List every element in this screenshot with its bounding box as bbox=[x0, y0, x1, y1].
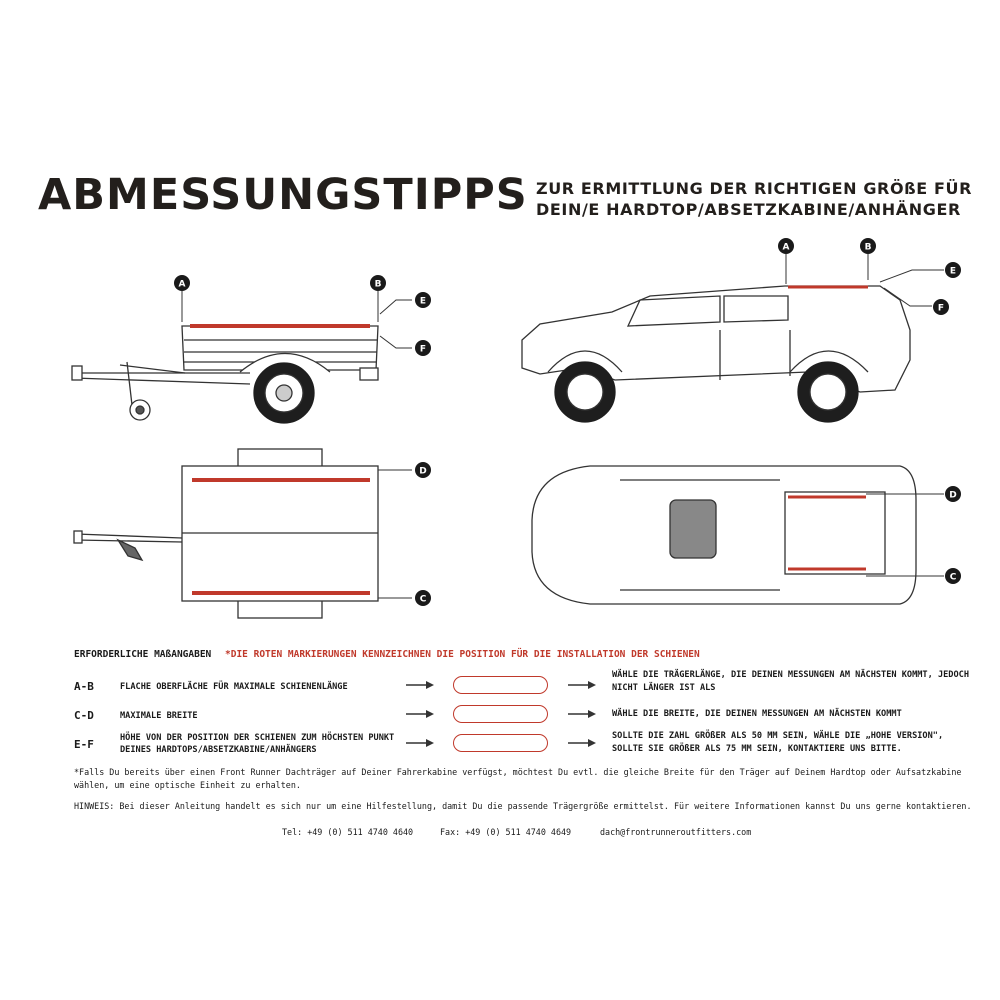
svg-text:D: D bbox=[949, 491, 956, 501]
marker-d-icon: D bbox=[415, 462, 431, 478]
trailer-top-leaders bbox=[378, 469, 412, 599]
svg-text:B: B bbox=[375, 280, 382, 290]
svg-text:E: E bbox=[950, 267, 956, 277]
svg-text:C: C bbox=[950, 573, 957, 583]
arrow-right-icon bbox=[568, 739, 596, 747]
svg-text:A: A bbox=[179, 280, 186, 290]
truck-side-view bbox=[521, 285, 911, 423]
marker-f-icon: F bbox=[415, 340, 431, 356]
hint: HINWEIS: Bei dieser Anleitung handelt es… bbox=[74, 801, 972, 811]
measurement-input-cd[interactable] bbox=[453, 705, 548, 723]
arrow-right-icon bbox=[406, 710, 434, 718]
trailer-side-view bbox=[71, 325, 379, 424]
requirements-header: ERFORDERLICHE MAßANGABEN *DIE ROTEN MARK… bbox=[74, 649, 700, 660]
row-result: SOLLTE DIE ZAHL GRÖßER ALS 50 MM SEIN, W… bbox=[612, 731, 944, 754]
illustrations: A B E F D C A B E F D C bbox=[71, 238, 961, 619]
subtitle-line-1: ZUR ERMITTLUNG DER RICHTIGEN GRÖßE FÜR bbox=[536, 179, 973, 198]
arrow-right-icon bbox=[406, 681, 434, 689]
truck-marker-d-icon: D bbox=[945, 486, 961, 502]
trailer-side-leaders bbox=[181, 290, 412, 349]
row-code: A-B bbox=[74, 680, 94, 693]
measurement-input-ef[interactable] bbox=[453, 734, 548, 752]
marker-e-icon: E bbox=[415, 292, 431, 308]
truck-side-leaders bbox=[785, 254, 944, 307]
measurement-input-ab[interactable] bbox=[453, 676, 548, 694]
trailer-top-view bbox=[73, 448, 379, 619]
contact-fax: Fax: +49 (0) 511 4740 4649 bbox=[440, 827, 572, 837]
marker-b-icon: B bbox=[370, 275, 386, 291]
row-result: WÄHLE DIE TRÄGERLÄNGE, DIE DEINEN MESSUN… bbox=[612, 670, 969, 693]
requirements-red-note: *DIE ROTEN MARKIERUNGEN KENNZEICHNEN DIE… bbox=[225, 649, 700, 660]
svg-text:F: F bbox=[938, 304, 944, 314]
truck-marker-b-icon: B bbox=[860, 238, 876, 254]
row-description: FLACHE OBERFLÄCHE FÜR MAXIMALE SCHIENENL… bbox=[120, 682, 348, 692]
footnote: *Falls Du bereits über einen Front Runne… bbox=[74, 767, 962, 790]
marker-a-icon: A bbox=[174, 275, 190, 291]
truck-marker-c-icon: C bbox=[945, 568, 961, 584]
svg-text:F: F bbox=[420, 345, 426, 355]
row-code: E-F bbox=[74, 738, 94, 751]
contact-tel: Tel: +49 (0) 511 4740 4640 bbox=[282, 827, 414, 837]
svg-text:A: A bbox=[783, 243, 790, 253]
subtitle-line-2: DEIN/E HARDTOP/ABSETZKABINE/ANHÄNGER bbox=[536, 200, 961, 219]
requirements-label: ERFORDERLICHE MAßANGABEN bbox=[74, 649, 212, 660]
svg-text:D: D bbox=[419, 467, 426, 477]
truck-marker-e-icon: E bbox=[945, 262, 961, 278]
row-result: WÄHLE DIE BREITE, DIE DEINEN MESSUNGEN A… bbox=[612, 709, 902, 719]
table-row: E-F HÖHE VON DER POSITION DER SCHIENEN Z… bbox=[0, 731, 1000, 774]
svg-text:C: C bbox=[420, 595, 427, 605]
svg-text:B: B bbox=[865, 243, 872, 253]
truck-top-leaders bbox=[866, 493, 944, 577]
row-description: HÖHE VON DER POSITION DER SCHIENEN ZUM H… bbox=[120, 733, 395, 755]
arrow-right-icon bbox=[406, 739, 434, 747]
truck-marker-a-icon: A bbox=[778, 238, 794, 254]
table-row: A-B FLACHE OBERFLÄCHE FÜR MAXIMALE SCHIE… bbox=[0, 670, 1000, 716]
page-subtitle: ZUR ERMITTLUNG DER RICHTIGEN GRÖßE FÜR D… bbox=[536, 178, 972, 220]
truck-marker-f-icon: F bbox=[933, 299, 949, 315]
arrow-right-icon bbox=[568, 710, 596, 718]
svg-text:E: E bbox=[420, 297, 426, 307]
row-code: C-D bbox=[74, 709, 94, 722]
page-title: ABMESSUNGSTIPPS bbox=[38, 170, 528, 220]
table-row: C-D MAXIMALE BREITE WÄHLE DIE BREITE, DI… bbox=[0, 705, 1000, 745]
contact-email[interactable]: dach@frontrunneroutfitters.com bbox=[600, 827, 752, 837]
row-description: MAXIMALE BREITE bbox=[120, 711, 198, 721]
truck-top-view bbox=[531, 465, 917, 605]
marker-c-icon: C bbox=[415, 590, 431, 606]
arrow-right-icon bbox=[568, 681, 596, 689]
